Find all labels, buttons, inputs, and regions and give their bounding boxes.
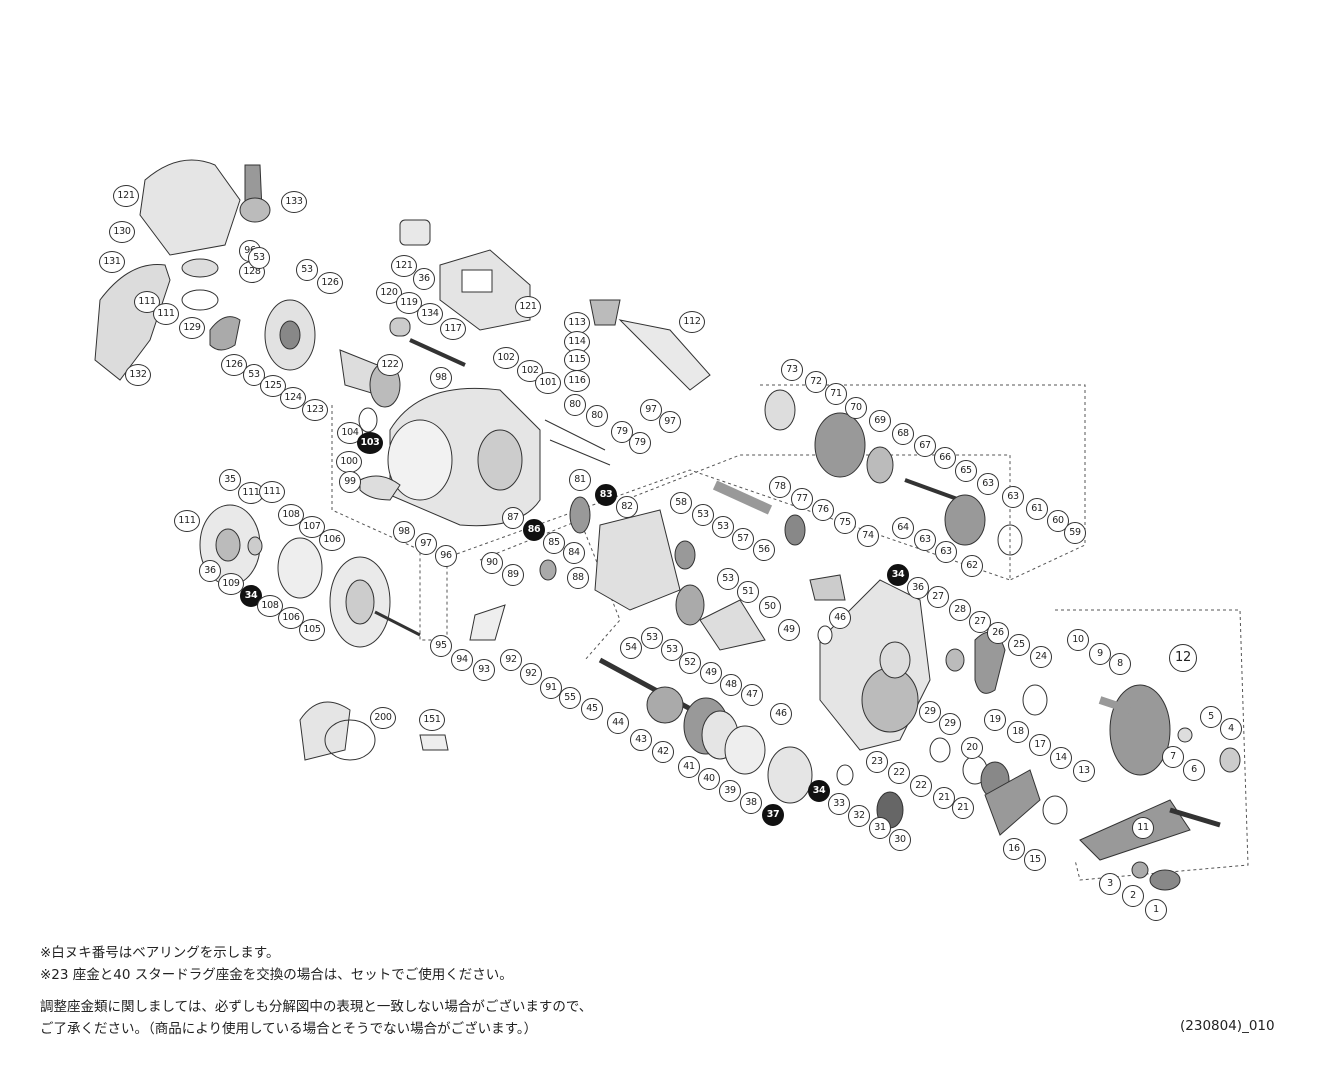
- gear-train: [539, 496, 813, 804]
- frame-assembly: [358, 338, 611, 527]
- note-adjustment-2: ご了承ください。（商品により使用している場合とそうでない場合がございます。）: [40, 1021, 538, 1037]
- housing-assembly: [809, 574, 1048, 751]
- side-plate-assembly: [94, 159, 401, 408]
- note-bearing: ※白ヌキ番号はベアリングを示します。: [40, 945, 280, 961]
- note-washer-set: ※23 座金と40 スタードラグ座金を交換の場合は、セットでご使用ください。: [40, 967, 513, 983]
- diagram-drawing: [94, 159, 1249, 891]
- revision-code: (230804)_010: [1180, 1018, 1275, 1034]
- drive-gear-assembly: [712, 389, 1023, 556]
- note-adjustment-1: 調整座金類に関しましては、必ずしも分解図中の表現と一致しない場合がございますので…: [40, 999, 593, 1015]
- display-unit: [389, 219, 531, 337]
- spool-assembly: [199, 504, 421, 648]
- misc-parts: [299, 299, 711, 761]
